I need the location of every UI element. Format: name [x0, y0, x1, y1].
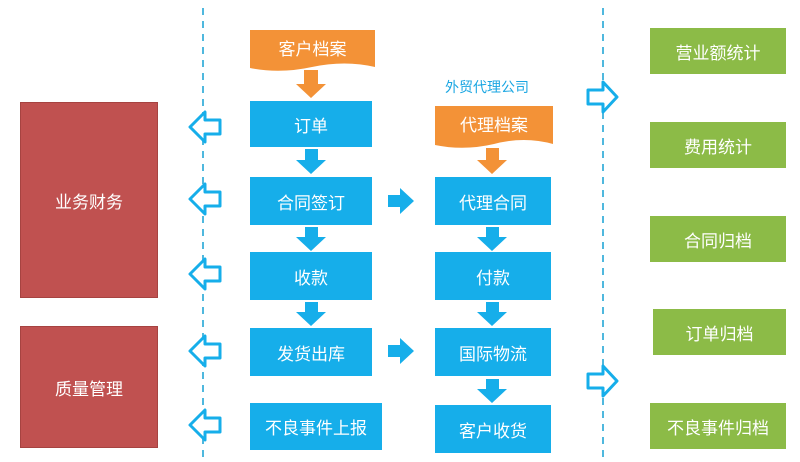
order-label: 订单 [294, 116, 328, 137]
order-archiving-label: 订单归档 [685, 324, 754, 345]
revenue-statistics-label: 营业额统计 [675, 43, 761, 64]
agent-archive-doc-shape [435, 106, 553, 148]
payment-received-label: 收款 [294, 268, 328, 289]
contract-archiving-label: 合同归档 [684, 231, 752, 252]
hollow-left-arrow-5 [188, 408, 222, 442]
hollow-left-arrow-3 [188, 257, 222, 291]
orange-down-arrow-1 [296, 70, 326, 98]
defect-archiving-label: 不良事件归档 [667, 418, 769, 439]
hollow-left-arrow-2 [188, 182, 222, 216]
customer-archive-label: 客户档案 [278, 39, 347, 60]
blue-down-arrow-a2 [477, 302, 507, 326]
blue-right-arrow-contract [388, 188, 414, 214]
blue-down-arrow-c2 [296, 227, 326, 251]
contract-signing-label: 合同签订 [277, 193, 345, 214]
agent-contract-label: 代理合同 [459, 193, 527, 214]
contract-signing-box: 合同签订 [250, 177, 372, 225]
contract-archiving-box: 合同归档 [650, 216, 786, 262]
international-logistics-box: 国际物流 [435, 328, 551, 376]
payment-box: 付款 [435, 252, 551, 300]
blue-down-arrow-a1 [477, 227, 507, 251]
revenue-statistics-box: 营业额统计 [650, 28, 786, 74]
payment-received-box: 收款 [250, 252, 372, 300]
payment-label: 付款 [476, 268, 510, 289]
quality-management-box: 质量管理 [20, 326, 158, 448]
quality-management-label: 质量管理 [55, 379, 123, 400]
defect-report-box: 不良事件上报 [250, 403, 382, 450]
expense-statistics-label: 费用统计 [684, 137, 752, 158]
business-finance-box: 业务财务 [20, 102, 158, 298]
blue-down-arrow-c3 [296, 302, 326, 326]
blue-right-arrow-shipment [388, 338, 414, 364]
shipment-outbound-box: 发货出库 [250, 328, 372, 376]
business-finance-label: 业务财务 [55, 192, 123, 213]
agent-company-caption: 外贸代理公司 [445, 80, 529, 96]
hollow-right-arrow-2 [586, 364, 619, 398]
hollow-left-arrow-1 [188, 110, 222, 144]
defect-report-label: 不良事件上报 [265, 419, 367, 439]
customer-receipt-label: 客户收货 [459, 421, 527, 442]
orange-down-arrow-2 [477, 148, 507, 174]
international-logistics-label: 国际物流 [459, 344, 527, 365]
agent-archive-label: 代理档案 [460, 115, 528, 136]
expense-statistics-box: 费用统计 [650, 122, 786, 168]
hollow-right-arrow-1 [586, 80, 619, 114]
shipment-outbound-label: 发货出库 [277, 344, 345, 365]
blue-down-arrow-a3 [477, 379, 507, 403]
customer-archive-doc-shape [250, 30, 375, 71]
defect-archiving-box: 不良事件归档 [650, 403, 786, 449]
customer-receipt-box: 客户收货 [435, 405, 551, 453]
order-archiving-box: 订单归档 [653, 309, 786, 355]
hollow-left-arrow-4 [188, 334, 222, 368]
blue-down-arrow-c1 [296, 149, 326, 174]
agent-contract-box: 代理合同 [435, 177, 551, 225]
order-box: 订单 [250, 101, 372, 147]
